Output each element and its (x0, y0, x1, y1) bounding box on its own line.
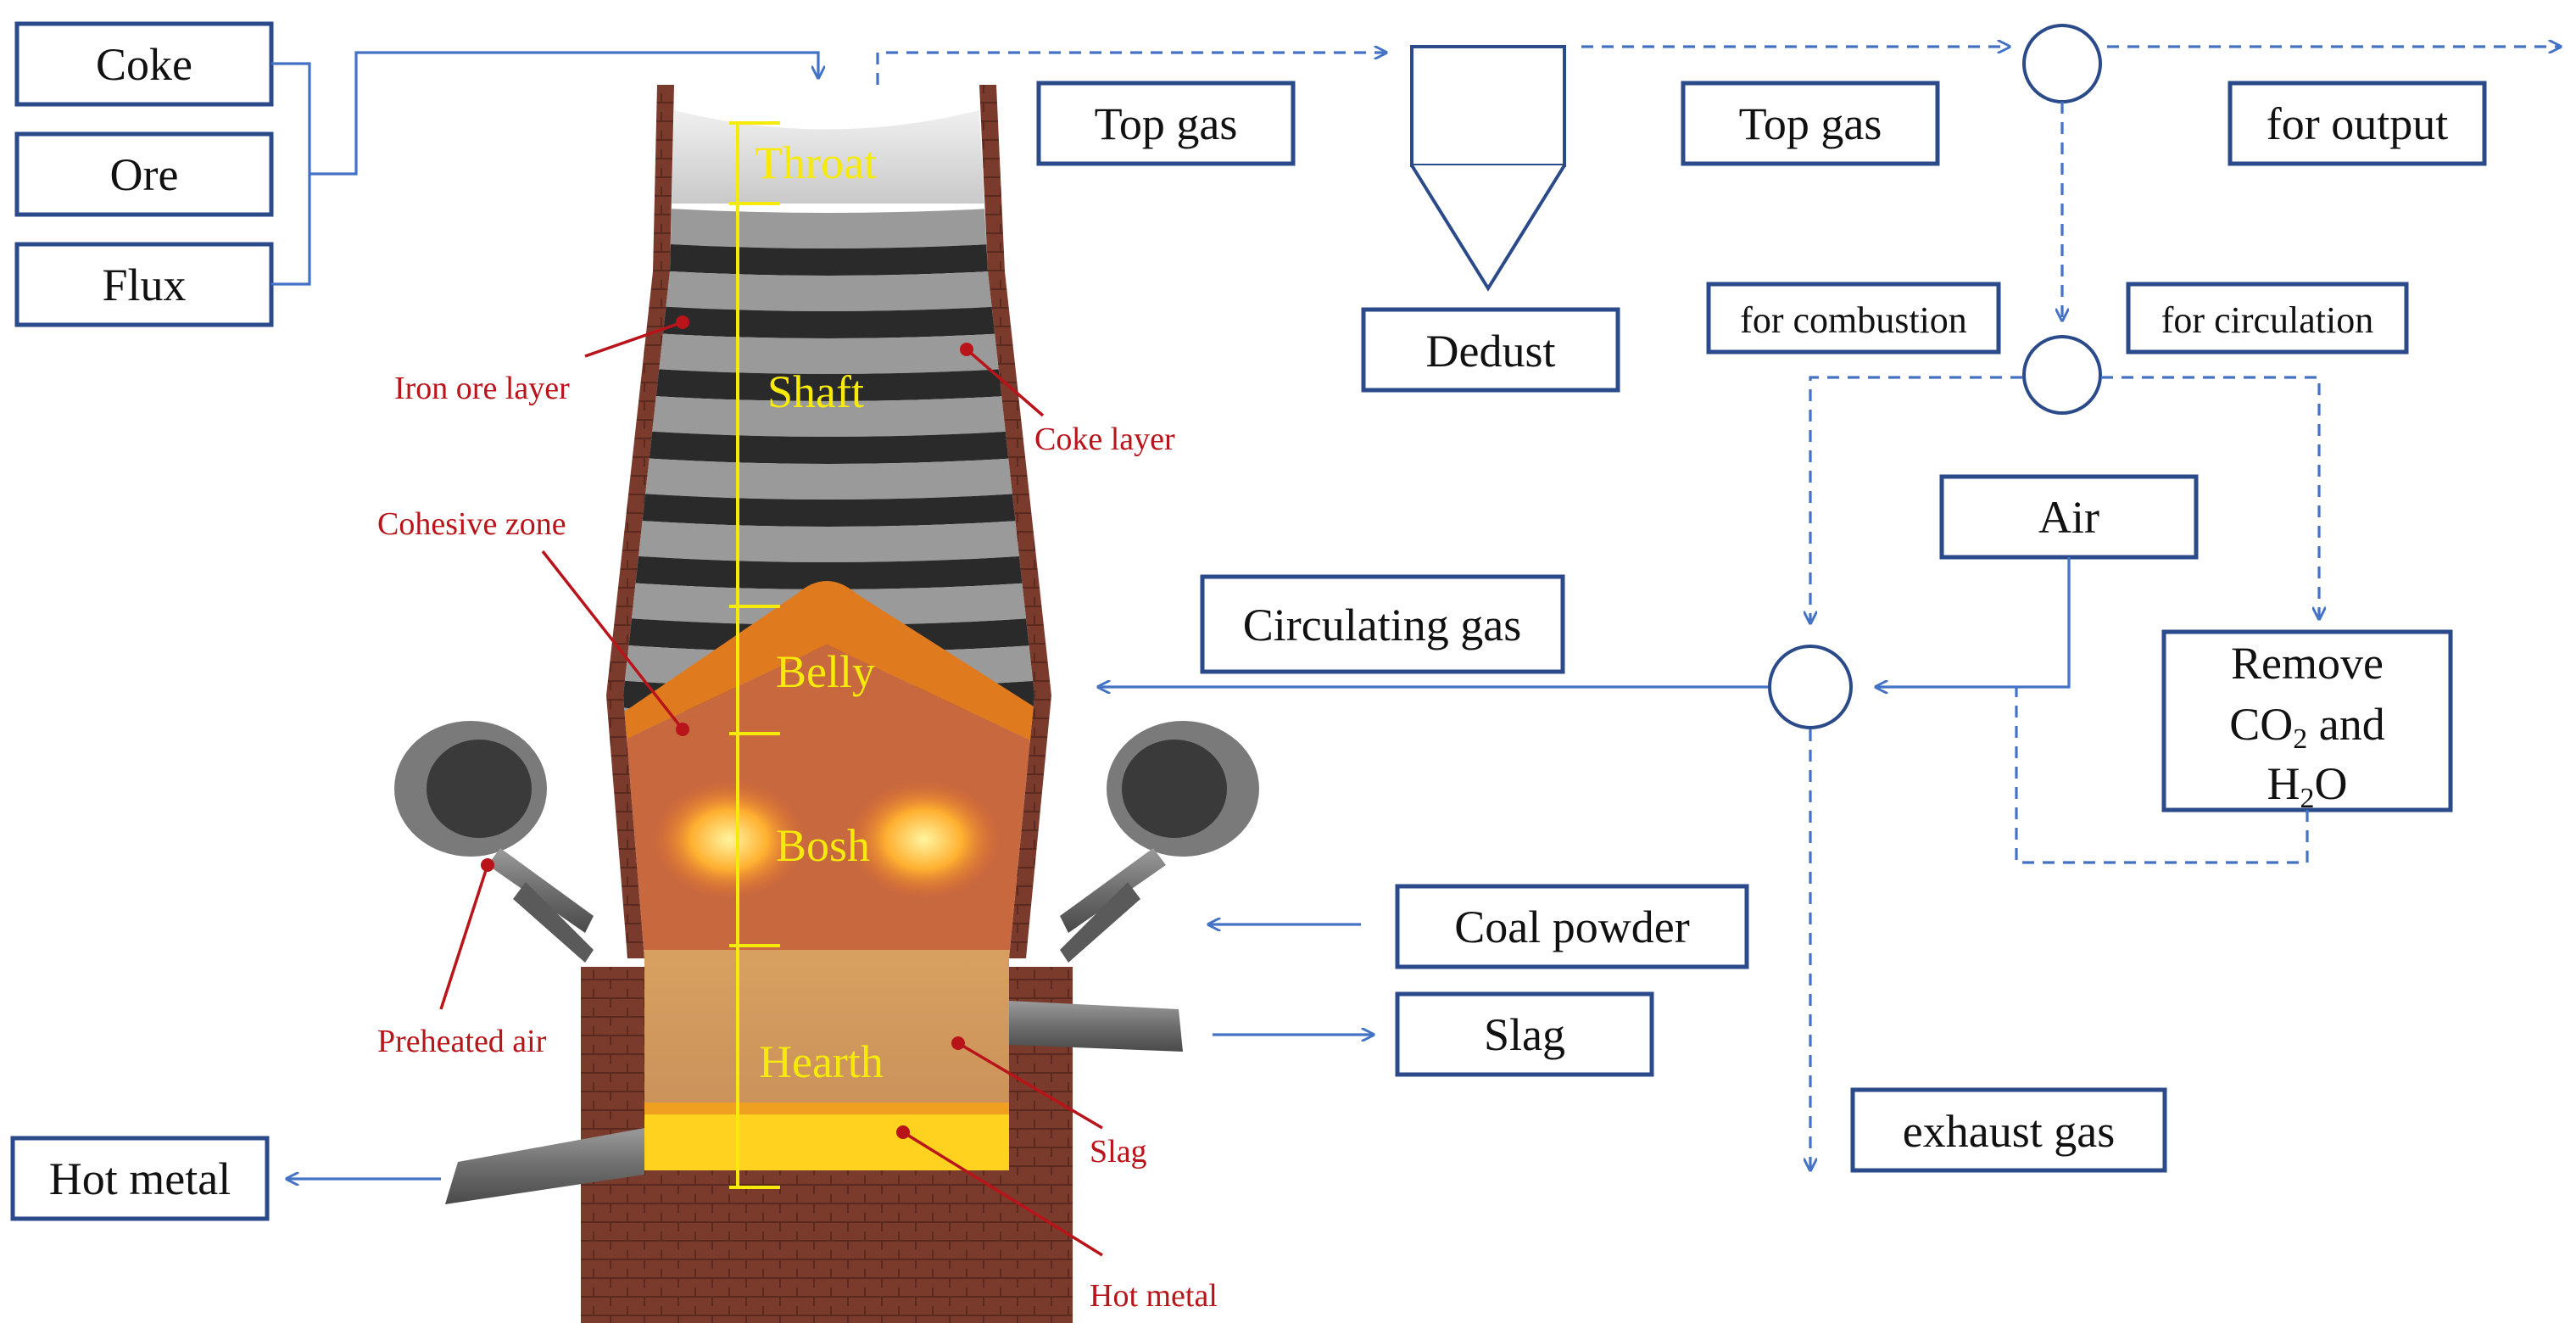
zone-label-hearth: Hearth (759, 1036, 884, 1087)
flame-left (653, 780, 806, 899)
flame-right (848, 780, 1001, 899)
zone-dimension-lines (729, 121, 780, 1189)
gas-flow-scheme: Top gas Dedust Top gas for output for co… (10, 24, 2561, 1221)
coke-layer-band (623, 427, 1034, 464)
for-circulation-box (2126, 282, 2409, 355)
exhaust-gas-label: exhaust gas (1903, 1106, 2115, 1157)
coke-layer-band (623, 302, 1034, 338)
remove-label-line1: Remove (2231, 638, 2384, 689)
splitter-top (2022, 24, 2102, 103)
iron-ore-layer-band (623, 392, 1034, 437)
callout-iron-ore-layer: Iron ore layer (394, 371, 570, 406)
coke-layer-band (623, 490, 1034, 527)
callout-slag: Slag (1090, 1134, 1147, 1170)
top-gas-box-2 (1681, 81, 1940, 166)
top-gas-label-1: Top gas (1095, 98, 1238, 149)
hot-metal-box (10, 1136, 270, 1221)
mixer-circle (1768, 645, 1853, 729)
furnace-wall-right (979, 85, 1051, 958)
iron-ore-layer-band (623, 455, 1034, 500)
flux-box (14, 242, 274, 327)
hot-metal-pool (623, 1111, 1034, 1170)
coke-layer-band (623, 553, 1034, 589)
circulating-gas-label: Circulating gas (1243, 600, 1521, 650)
iron-ore-layer-band (623, 204, 1034, 248)
coal-powder-box (1395, 884, 1749, 969)
flux-label: Flux (102, 260, 186, 310)
slag-box (1395, 991, 1654, 1077)
hot-metal-tap-pipe (445, 1128, 644, 1204)
remove-label-line3: H2O (2267, 758, 2348, 814)
dedust-label: Dedust (1426, 326, 1556, 377)
dedust-cyclone (1410, 45, 1566, 292)
hot-metal-label: Hot metal (49, 1153, 231, 1204)
remove-label-line2: CO2 and (2229, 699, 2384, 755)
zone-label-belly: Belly (776, 646, 875, 697)
air-label: Air (2038, 492, 2099, 543)
top-gas-label-2: Top gas (1739, 98, 1882, 149)
callout-cohesive-zone: Cohesive zone (377, 506, 566, 542)
zone-label-throat: Throat (755, 137, 877, 188)
for-circulation-label: for circulation (2161, 299, 2373, 341)
coke-layer-band (623, 365, 1034, 401)
coke-label: Coke (96, 39, 192, 90)
coal-powder-label: Coal powder (1454, 902, 1689, 952)
callout-coke-layer: Coke layer (1034, 422, 1175, 457)
slag-label: Slag (1484, 1009, 1565, 1060)
for-combustion-label: for combustion (1740, 299, 1967, 341)
air-box (1939, 474, 2199, 560)
cohesive-zone (623, 581, 1034, 746)
for-combustion-box (1706, 282, 2001, 355)
zone-label-bosh: Bosh (776, 820, 870, 871)
circulating-gas-box (1200, 574, 1565, 674)
furnace-wall-left (606, 85, 674, 958)
remove-co2-h2o-box (2161, 629, 2453, 812)
furnace-illustration: Throat Shaft Belly Bosh Hearth Iron ore … (377, 85, 1259, 1323)
coke-box (14, 21, 274, 107)
for-output-box (2228, 81, 2487, 166)
iron-ore-layer-band (623, 329, 1034, 374)
iron-ore-layer-band (623, 517, 1034, 562)
for-output-label: for output (2267, 98, 2448, 149)
top-gas-box-1 (1036, 81, 1296, 166)
callout-hot-metal: Hot metal (1090, 1278, 1218, 1314)
coke-layer-band (623, 239, 1034, 276)
splitter-middle (2022, 335, 2102, 415)
zone-label-shaft: Shaft (767, 366, 864, 417)
ore-box (14, 131, 274, 217)
tuyere-left (394, 721, 594, 963)
callout-preheated-air: Preheated air (377, 1024, 547, 1059)
hearth-region (623, 950, 1034, 1128)
ore-label: Ore (110, 149, 179, 200)
dedust-box (1361, 307, 1620, 393)
tuyere-right (1060, 721, 1259, 963)
iron-ore-layer-band (623, 266, 1034, 311)
slag-outlet-pipe (1009, 1001, 1183, 1052)
input-materials: Coke Ore Flux (14, 21, 818, 327)
exhaust-gas-box (1850, 1087, 2167, 1173)
